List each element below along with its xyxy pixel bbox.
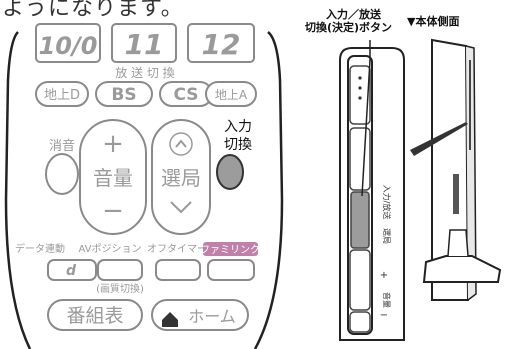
program-guide-label: 番組表 <box>66 305 123 327</box>
digit-button-10[interactable] <box>35 23 101 63</box>
func-label-av: AVポジション <box>78 243 141 255</box>
function-labels: データ連動 AVポジション オフタイマー ファミリンク <box>15 242 260 256</box>
volume-rocker[interactable]: + 音量 − <box>79 119 147 235</box>
tv-side-port <box>453 174 459 214</box>
side-label-minus: − <box>380 310 388 321</box>
band-button-terrestrial-a[interactable] <box>205 81 257 107</box>
chevron-down-icon <box>170 201 192 214</box>
band-label-terrestrial-d: 地上D <box>44 88 80 103</box>
side-button-channel[interactable] <box>349 249 371 311</box>
input-switch-label-2: 切換 <box>224 137 252 153</box>
remote-control <box>4 31 284 349</box>
callout-side-view: ▼本体側面 <box>407 15 460 28</box>
tv-side-illustration <box>410 38 502 301</box>
picture-switch-label: (画質切換) <box>96 282 144 295</box>
header-text: ようになります。 <box>2 0 184 21</box>
side-label-plus: + <box>380 270 388 281</box>
digit-buttons: 10/0 11 12 <box>35 23 255 63</box>
av-position-button[interactable] <box>97 259 143 281</box>
volume-plus: + <box>102 129 124 159</box>
side-panel: 入力/放送 選局 音量 + − <box>339 47 405 341</box>
mute-label: 消音 <box>49 138 75 154</box>
volume-label: 音量 <box>93 166 133 190</box>
program-guide-button[interactable] <box>47 299 143 331</box>
func-label-data: データ連動 <box>15 242 65 255</box>
d-button-label: d <box>66 263 77 279</box>
band-label-cs: CS <box>173 85 198 105</box>
band-button-terrestrial-d[interactable] <box>35 81 89 107</box>
func-label-familink: ファミリンク <box>200 244 260 256</box>
digit-button-12[interactable] <box>187 23 255 63</box>
callout-pointer <box>361 40 371 197</box>
digit-label-12: 12 <box>202 28 241 61</box>
d-button[interactable] <box>47 259 97 281</box>
input-switch-button[interactable] <box>216 154 244 190</box>
band-label-bs: BS <box>111 85 136 105</box>
side-button-volume[interactable] <box>349 311 371 333</box>
channel-rocker[interactable]: 選局 <box>151 119 211 235</box>
home-label: ホーム <box>188 307 236 326</box>
home-icon <box>162 312 178 327</box>
tv-zoom-pointer <box>410 122 468 156</box>
offtimer-button[interactable] <box>155 259 201 281</box>
channel-up-icon <box>169 132 193 156</box>
side-label-volume: 音量 <box>382 292 392 308</box>
bottom-buttons: 番組表 ホーム <box>47 299 249 331</box>
digit-label-10: 10/0 <box>39 32 98 60</box>
broadcast-switch-label: 放 送 切 換 <box>115 65 174 80</box>
digit-label-11: 11 <box>125 28 164 61</box>
side-button-menu[interactable] <box>349 127 371 191</box>
mute-button[interactable] <box>45 153 79 195</box>
callout-input-line1: 入力／放送 <box>326 8 381 21</box>
familink-button[interactable] <box>207 259 255 281</box>
band-buttons: 地上D BS CS 地上A <box>35 81 257 107</box>
side-label-input: 入力/放送 <box>382 185 392 220</box>
side-label-channel: 選局 <box>382 228 392 244</box>
band-button-bs[interactable] <box>95 81 153 107</box>
function-buttons: d (画質切換) <box>47 259 255 295</box>
callout-input-line2: 切換(決定)ボタン <box>305 21 393 34</box>
side-button-power[interactable] <box>349 65 371 125</box>
chevron-up-icon <box>175 139 187 148</box>
familink-badge <box>203 242 258 256</box>
side-button-input[interactable] <box>350 191 370 249</box>
input-switch-label-1: 入力 <box>224 119 252 135</box>
digit-button-11[interactable] <box>111 23 177 63</box>
channel-label: 選局 <box>161 166 201 190</box>
band-label-terrestrial-a: 地上A <box>215 88 248 102</box>
func-label-offtimer: オフタイマー <box>147 243 207 255</box>
tv-stand <box>422 255 502 283</box>
volume-minus: − <box>102 196 124 226</box>
